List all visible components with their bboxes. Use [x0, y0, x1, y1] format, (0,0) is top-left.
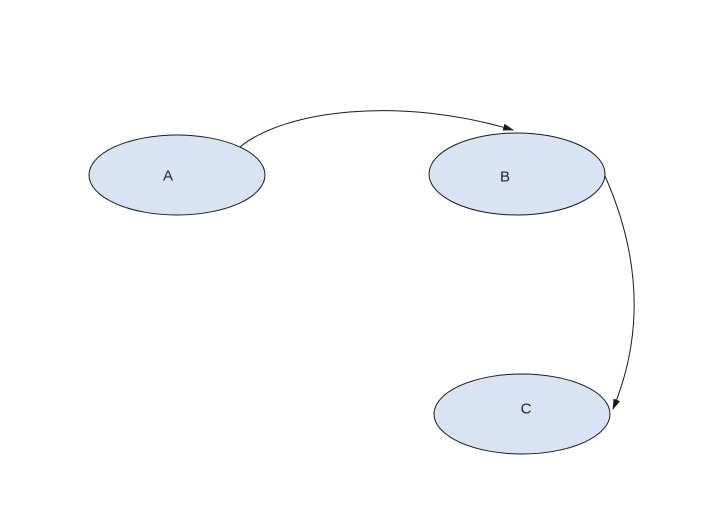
node-C-label: C [521, 401, 532, 418]
node-B-shape[interactable] [428, 132, 606, 216]
node-A-shape[interactable] [88, 134, 266, 216]
node-C[interactable]: C [433, 373, 611, 455]
node-A[interactable]: A [88, 134, 266, 216]
node-B[interactable]: B [428, 132, 606, 216]
node-C-shape[interactable] [433, 373, 611, 455]
node-A-label: A [163, 168, 173, 185]
edge-A-to-B[interactable] [239, 110, 515, 148]
edge-B-to-C[interactable] [604, 175, 635, 411]
node-B-label: B [500, 169, 510, 186]
